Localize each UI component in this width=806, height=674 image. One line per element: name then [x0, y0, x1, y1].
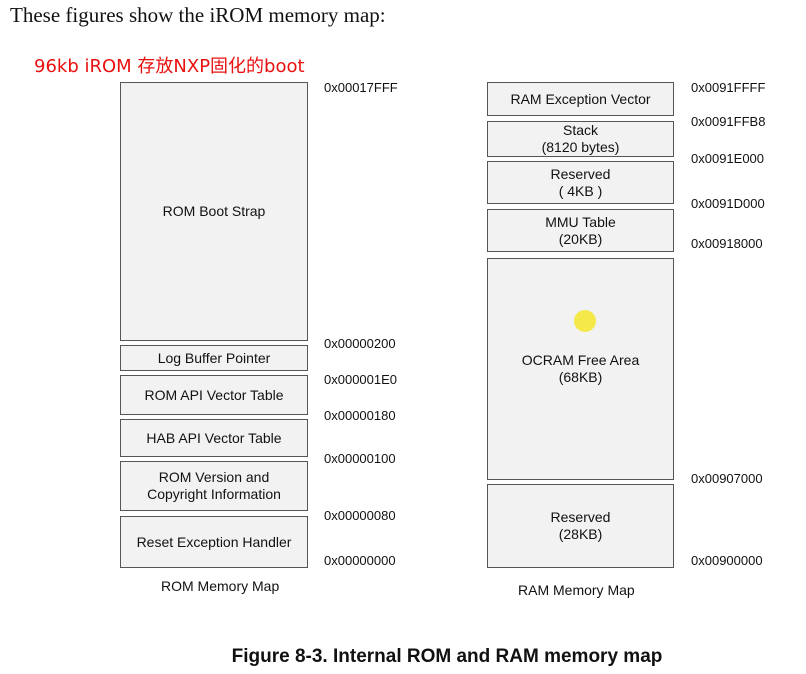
ram-address: 0x0091E000 [691, 151, 765, 166]
mouse-cursor-highlight [574, 310, 596, 332]
ram-address: 0x00900000 [691, 553, 763, 568]
ram-address: 0x0091FFB8 [691, 114, 766, 129]
region-label: ROM Boot Strap [162, 203, 266, 219]
figure-title: Figure 8-3. Internal ROM and RAM memory … [231, 646, 663, 667]
rom-address: 0x00000080 [324, 508, 396, 523]
region-label: ROM Version and [158, 469, 270, 485]
rom-address: 0x00000100 [324, 451, 396, 466]
region-label: HAB API Vector Table [146, 429, 282, 446]
rom-memory-map-caption: ROM Memory Map [161, 578, 280, 594]
region-label: Reserved [550, 509, 611, 525]
ram-region-reserved-4kb: Reserved ( 4KB ) [487, 161, 674, 204]
ram-region-mmu-table: MMU Table (20KB) [487, 209, 674, 252]
rom-region-boot-strap: ROM Boot Strap [120, 82, 308, 341]
ram-address: 0x00918000 [691, 236, 763, 251]
region-label: Copyright Information [147, 486, 281, 502]
region-label: OCRAM Free Area [521, 352, 640, 368]
ram-address: 0x00907000 [691, 471, 763, 486]
rom-region-hab-api-vector-table: HAB API Vector Table [120, 419, 308, 457]
ram-region-exception-vector: RAM Exception Vector [487, 82, 674, 116]
rom-address: 0x000001E0 [324, 372, 398, 387]
region-label: (20KB) [558, 230, 603, 247]
rom-address: 0x00017FFF [324, 80, 398, 95]
region-label: RAM Exception Vector [510, 90, 651, 107]
region-label: (8120 bytes) [541, 139, 620, 155]
rom-region-rom-api-vector-table: ROM API Vector Table [120, 375, 308, 415]
region-label: (68KB) [558, 369, 603, 385]
region-label: ROM API Vector Table [144, 386, 284, 403]
rom-address: 0x00000000 [324, 553, 396, 568]
region-label: Stack [562, 122, 598, 138]
ram-address: 0x0091D000 [691, 196, 765, 211]
ram-address: 0x0091FFFF [691, 80, 766, 95]
ram-region-reserved-28kb: Reserved (28KB) [487, 484, 674, 568]
intro-text: These figures show the iROM memory map: [10, 3, 386, 27]
region-label: Reset Exception Handler [136, 533, 292, 550]
ram-region-ocram-free-area: OCRAM Free Area (68KB) [487, 258, 674, 480]
ram-region-stack: Stack (8120 bytes) [487, 121, 674, 157]
region-label: Log Buffer Pointer [157, 349, 271, 366]
region-label: Reserved [550, 165, 611, 182]
region-label: ( 4KB ) [558, 182, 603, 199]
rom-address: 0x00000200 [324, 336, 396, 351]
rom-region-version-copyright: ROM Version and Copyright Information [120, 461, 308, 511]
ram-memory-map-caption: RAM Memory Map [518, 582, 635, 598]
red-annotation: 96kb iROM 存放NXP固化的boot [34, 56, 305, 77]
rom-region-reset-exception-handler: Reset Exception Handler [120, 516, 308, 568]
region-label: MMU Table [545, 213, 616, 230]
region-label: (28KB) [558, 526, 603, 542]
rom-address: 0x00000180 [324, 408, 396, 423]
rom-region-log-buffer-pointer: Log Buffer Pointer [120, 345, 308, 371]
